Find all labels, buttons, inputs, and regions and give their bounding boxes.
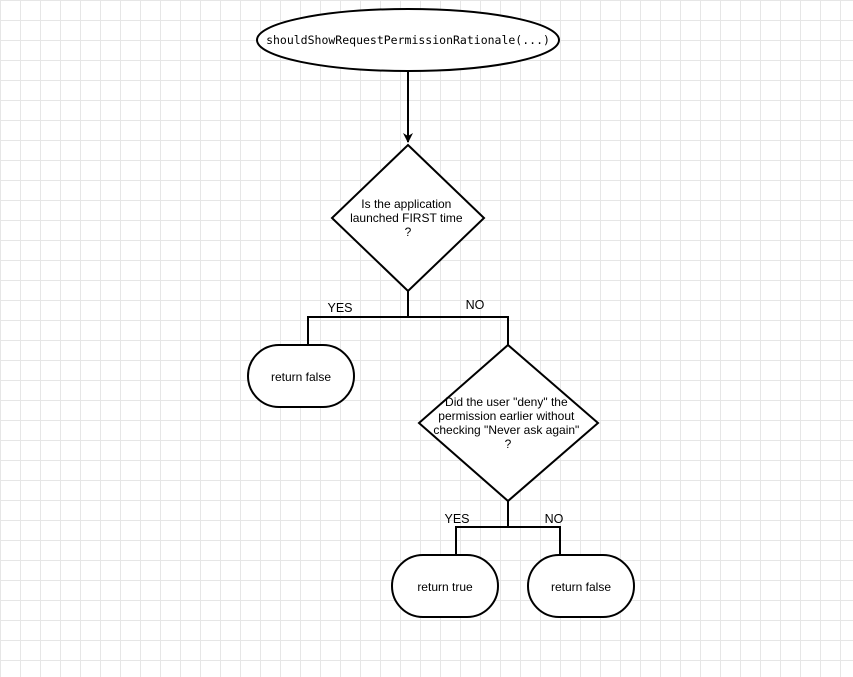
edge-denied-yes xyxy=(455,501,509,555)
decision-denied-before[interactable]: Did the user "deny" the permission earli… xyxy=(417,343,600,503)
terminal-return-false-first-label: return false xyxy=(271,370,331,384)
decision-first-launch[interactable]: Is the application launched FIRST time ? xyxy=(330,143,486,293)
edge-label-denied-yes: YES xyxy=(444,512,469,526)
edge-label-first-no: NO xyxy=(466,298,485,312)
terminal-return-false-second[interactable]: return false xyxy=(527,554,635,618)
start-node-label: shouldShowRequestPermissionRationale(...… xyxy=(266,33,550,47)
terminal-return-true[interactable]: return true xyxy=(391,554,499,618)
decision-denied-before-text: Did the user "deny" the permission earli… xyxy=(433,395,582,451)
edge-label-denied-no: NO xyxy=(545,512,564,526)
edge-first-no xyxy=(408,316,509,345)
terminal-return-true-label: return true xyxy=(417,580,473,594)
terminal-return-false-first[interactable]: return false xyxy=(247,344,355,408)
start-node[interactable]: shouldShowRequestPermissionRationale(...… xyxy=(256,8,560,72)
edge-first-yes xyxy=(307,291,409,345)
edge-denied-no xyxy=(508,526,561,555)
terminal-return-false-second-label: return false xyxy=(551,580,611,594)
edge-label-first-yes: YES xyxy=(327,301,352,315)
decision-first-launch-text: Is the application launched FIRST time ? xyxy=(350,197,466,239)
